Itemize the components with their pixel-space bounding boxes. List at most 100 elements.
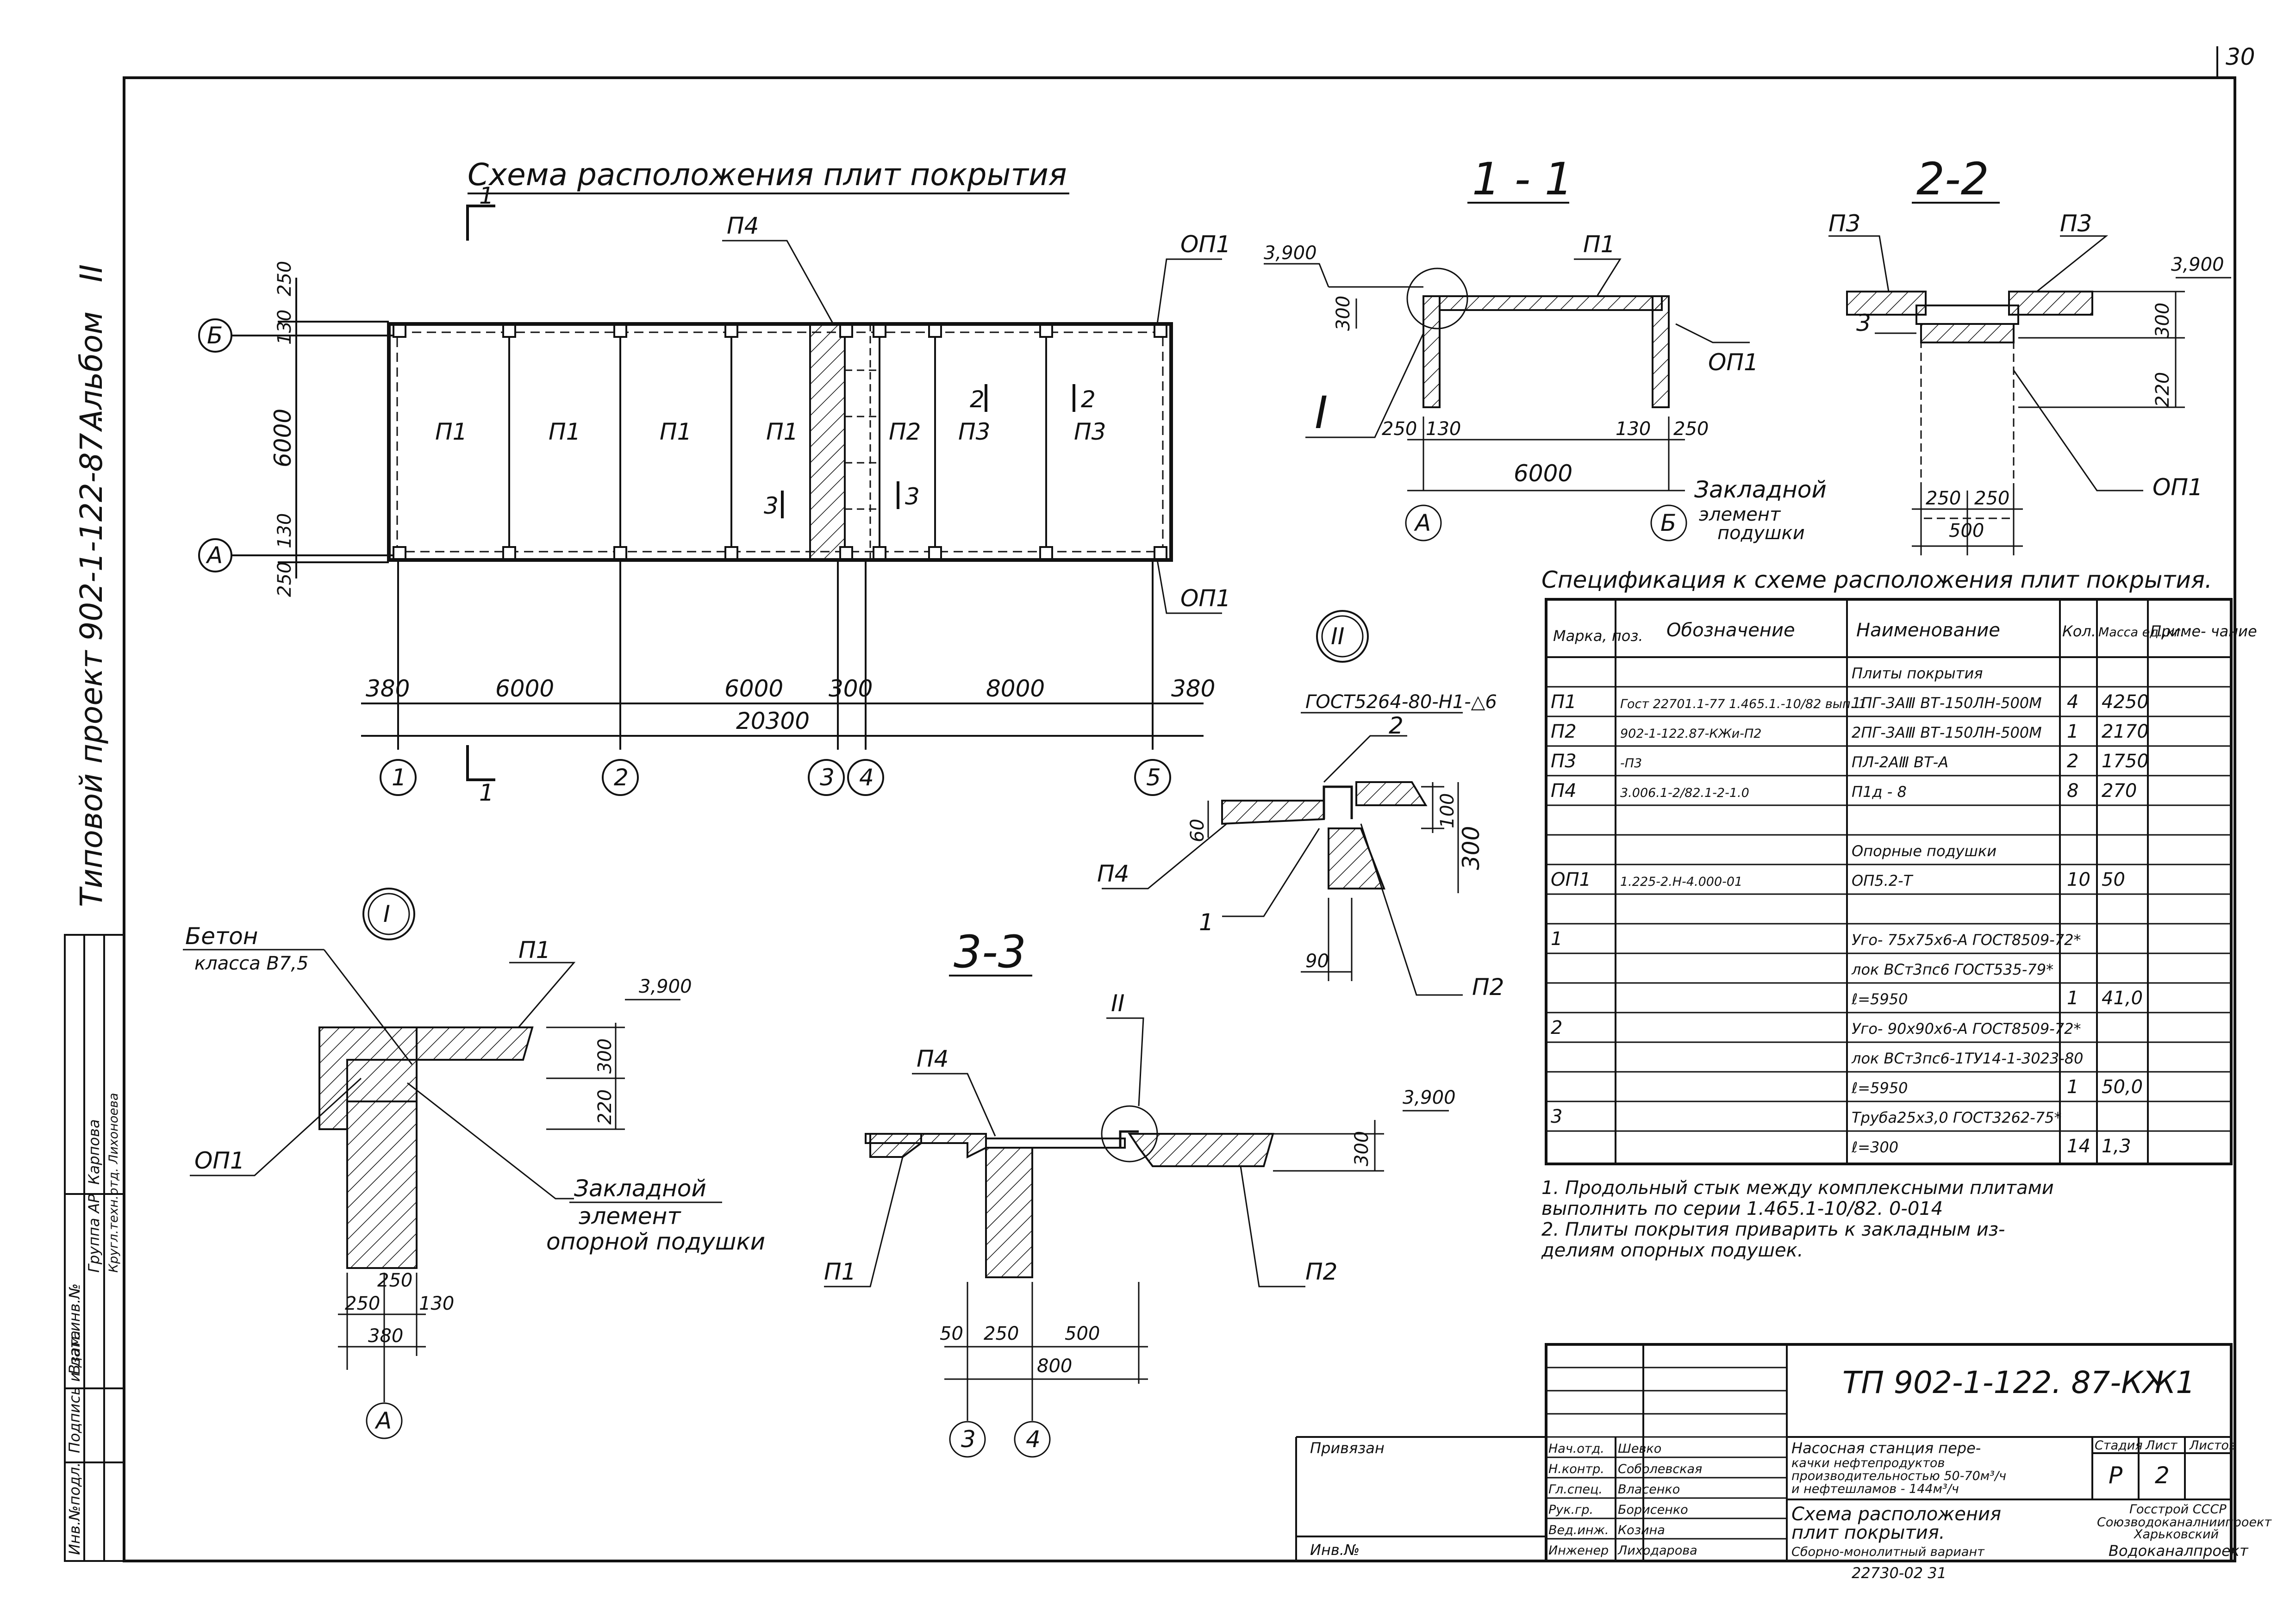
d2-p2: П2 [1472, 974, 1504, 1001]
spec-cell: ℓ=5950 [1851, 990, 1908, 1008]
s11-detail-circle [1406, 267, 1468, 330]
spec-cell: Гост 22701.1-77 1.465.1.-10/82 вып. 1 [1620, 697, 1866, 711]
s22-title: 2-2 [1916, 153, 1989, 205]
spec-cell: 1.225-2.Н-4.000-01 [1620, 875, 1742, 889]
spec-cell: 1,3 [2102, 1136, 2131, 1157]
sheet-number: 30 [2226, 44, 2255, 70]
d2-dim-300: 300 [1458, 826, 1485, 870]
plan-axis-1: 1 [392, 764, 406, 791]
s11-dim-130b: 130 [1616, 418, 1651, 440]
s11-detail: I [1315, 387, 1328, 439]
s22-zakl-3: подушки [1717, 522, 1805, 544]
tb-object-1: Насосная станция пере- [1791, 1439, 1981, 1457]
spec-h-desig: Обозначение [1666, 620, 1795, 641]
s22-dim-300: 300 [2152, 303, 2173, 338]
spec-h-mass: Масса ед.,кг. [2098, 625, 2184, 640]
plan-axis-5: 5 [1146, 764, 1161, 791]
spec-cell: 1750 [2102, 751, 2149, 772]
s33-dim-250: 250 [984, 1323, 1019, 1344]
plan-axis-b: Б [207, 322, 223, 349]
spec-cell: 50,0 [2102, 1076, 2143, 1098]
tb-org-4: Водоканалпроект [2109, 1542, 2249, 1560]
s22-dim-220: 220 [2152, 372, 2173, 407]
tb-sheet-title-2: плит покрытия. [1791, 1522, 1945, 1543]
spec-table: Спецификация к схеме расположения плит п… [1541, 566, 2257, 1165]
spec-cell: 1 [1551, 928, 1562, 950]
spec-cell: 3.006.1-2/82.1-2-1.0 [1620, 786, 1749, 800]
side-album-num: II [74, 264, 109, 282]
spec-cell: 14 [2067, 1136, 2090, 1157]
tb-privyazan: Привязан [1310, 1439, 1385, 1457]
section-2-2: 2-2 П3 П3 3,900 3 300 220 250 [1694, 153, 2231, 555]
s11-dim-130a: 130 [1426, 418, 1461, 440]
d1-dim-250a: 250 [377, 1270, 412, 1291]
tb-role: Вед.инж. [1548, 1523, 1609, 1537]
d1-dim-300: 300 [594, 1038, 616, 1074]
s11-dim-6000: 6000 [1514, 460, 1572, 487]
spec-cell: 1 [2067, 988, 2078, 1009]
spec-cell: 902-1-122.87-КЖи-П2 [1620, 727, 1761, 741]
spec-cell: ℓ=300 [1851, 1138, 1898, 1156]
spec-h-qty: Кол. [2062, 622, 2096, 640]
spec-cell: 2170 [2102, 721, 2149, 742]
d1-dim-220: 220 [594, 1089, 616, 1125]
tb-sheet-title-3: Сборно-монолитный вариант [1791, 1545, 1985, 1559]
tb-org-1: Госстрой СССР [2129, 1502, 2227, 1517]
d1-p1: П1 [518, 937, 550, 964]
spec-cell: 50 [2102, 869, 2125, 890]
s11-title: 1 - 1 [1472, 153, 1573, 205]
s33-axis-3: 3 [961, 1426, 976, 1453]
s11-axis-b: Б [1660, 510, 1676, 536]
strip-sign: Подпись и дата [66, 1331, 83, 1453]
d2-p4: П4 [1097, 860, 1129, 887]
spec-cell: 2 [2067, 751, 2078, 772]
s22-dim-250b: 250 [1974, 488, 2009, 509]
s33-axis-4: 4 [1026, 1426, 1041, 1453]
plan-op1-top: ОП1 [1180, 231, 1231, 258]
plan-dim-total: 20300 [736, 708, 810, 734]
side-project: Типовой проект 902-1-122-87 . [74, 413, 109, 907]
d1-zakl-2: элемент [579, 1203, 681, 1230]
section-3-3: 3-3 П4 II 3,900 300 П1 [824, 926, 1456, 1458]
plan-cut-1b: 1 [479, 779, 494, 806]
tb-stage: Р [2109, 1462, 2123, 1489]
d1-dim-130: 130 [419, 1293, 454, 1314]
note-line-1: 1. Продольный стык между комплексными пл… [1541, 1177, 2054, 1199]
plan-op1-bottom: ОП1 [1180, 585, 1231, 612]
d2-num-1: 1 [1199, 909, 1214, 936]
tb-person: Лиходарова [1617, 1543, 1697, 1558]
spec-cell: 1 [2067, 1076, 2078, 1098]
side-stamp: Типовой проект 902-1-122-87 . Альбом II [74, 264, 109, 907]
tb-sheet-h: Лист [2145, 1438, 2178, 1453]
plan-axis-a: А [206, 542, 223, 569]
s22-dim-250a: 250 [1926, 488, 1961, 509]
section-1-1: 1 - 1 3,900 П1 ОП1 I 300 250 130 130 250 [1264, 153, 1759, 541]
d2-dim-90: 90 [1305, 951, 1329, 972]
slab-label-5: П2 [889, 418, 921, 445]
d1-zakl-1: Закладной [574, 1175, 706, 1202]
sheet-frame [123, 46, 2236, 1562]
d1-title: I [383, 901, 390, 927]
spec-cell: Уго- 90х90х6-А ГОСТ8509-72* [1852, 1020, 2081, 1038]
s33-elev: 3,900 [1403, 1087, 1456, 1108]
plan-cut-1a: 1 [479, 182, 494, 209]
spec-cell: лок ВСт3пс6-1ТУ14-1-3023-80 [1851, 1050, 2084, 1067]
tb-person: Власенко [1618, 1482, 1680, 1497]
slab-label-7: П3 [1074, 418, 1106, 445]
s33-dim-800: 800 [1037, 1356, 1072, 1377]
d2-gost: ГОСТ5264-80-Н1-△6 [1305, 691, 1497, 713]
title-block: ТП 902-1-122. 87-КЖ1 Привязан Инв.№ Нач.… [1295, 1343, 2272, 1582]
slab-label-6: П3 [958, 418, 990, 445]
plan-axis-2: 2 [614, 764, 629, 791]
plan-dim-bottom-5: 380 [1171, 675, 1215, 702]
tb-stage-h: Стадия [2095, 1438, 2143, 1453]
spec-cell: П3 [1551, 751, 1577, 772]
plan-dim-bottom-2: 6000 [724, 675, 783, 702]
plan-p4: П4 [727, 212, 759, 239]
tb-role: Гл.спец. [1548, 1482, 1603, 1497]
spec-cell: ОП1 [1551, 869, 1591, 890]
s22-num-3: 3 [1856, 310, 1871, 336]
d2-dim-100: 100 [1437, 793, 1458, 828]
tb-person: Борисенко [1618, 1503, 1688, 1517]
spec-cell: ПЛ-2АⅢ ВТ-А [1852, 753, 1948, 771]
